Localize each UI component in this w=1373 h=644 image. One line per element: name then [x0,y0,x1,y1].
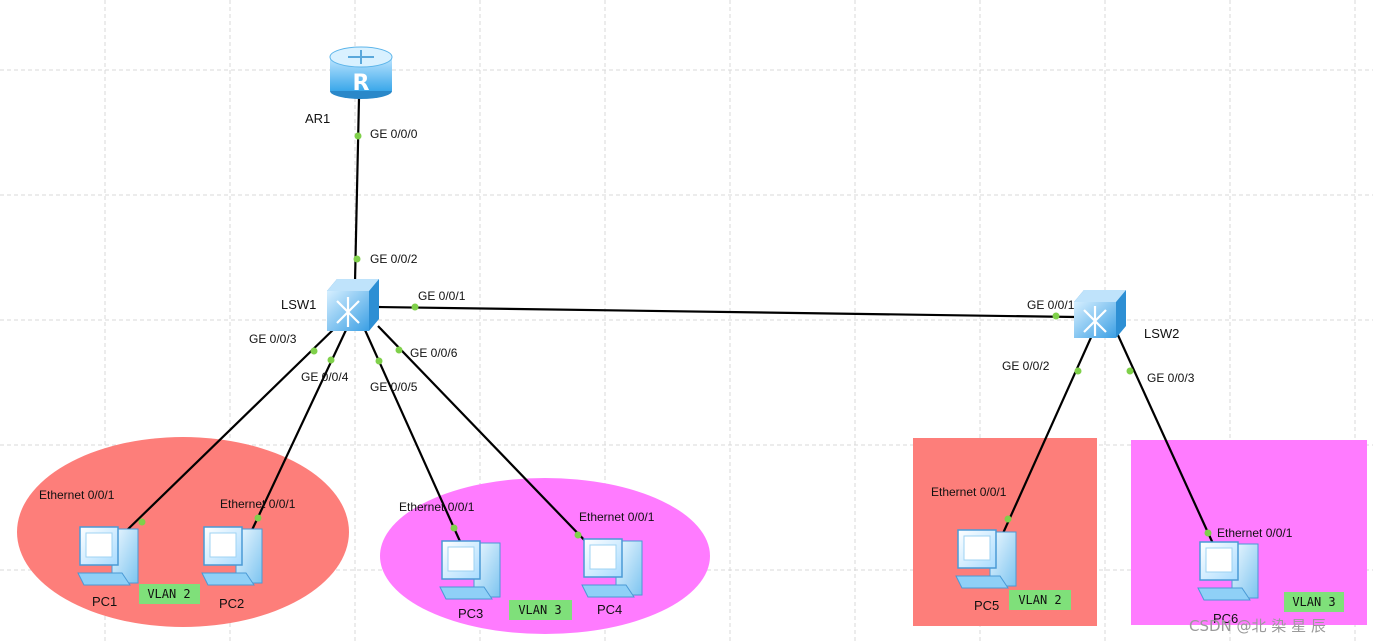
pc2-icon[interactable] [201,526,263,586]
watermark-text: CSDN @北 染 星 辰 [1189,617,1326,635]
port-label-lsw2-ge002: GE 0/0/2 [1002,359,1050,373]
port-label-pc5-eth: Ethernet 0/0/1 [931,485,1007,499]
port-label-lsw1-ge006: GE 0/0/6 [410,346,458,360]
switch-lsw1-icon[interactable] [327,279,379,331]
pc3-label: PC3 [458,606,483,621]
port-label-lsw1-ge003: GE 0/0/3 [249,332,297,346]
vlan-tag-4: VLAN 3 [1284,592,1344,612]
vlan-tag-2-text: VLAN 3 [518,603,561,617]
port-label-pc1-eth: Ethernet 0/0/1 [39,488,115,502]
svg-text:R: R [353,71,370,96]
link-lsw2-pc6[interactable] [1115,332,1217,549]
port-indicators [138,132,1212,539]
link-lsw2-pc5[interactable] [998,332,1095,541]
port-label-lsw1-ge001: GE 0/0/1 [418,289,466,303]
port-label-lsw1-ge004: GE 0/0/4 [301,370,349,384]
pc4-label: PC4 [597,602,622,617]
pc3-icon[interactable] [439,540,501,600]
pc1-icon[interactable] [77,526,139,586]
link-lsw1-pc1[interactable] [121,324,339,536]
vlan-tag-4-text: VLAN 3 [1292,595,1335,609]
vlan-tag-1-text: VLAN 2 [147,587,190,601]
port-label-pc3-eth: Ethernet 0/0/1 [399,500,475,514]
pc2-label: PC2 [219,596,244,611]
pc4-icon[interactable] [581,538,643,598]
port-label-lsw2-ge003: GE 0/0/3 [1147,371,1195,385]
port-label-lsw1-ge005: GE 0/0/5 [370,380,418,394]
port-label-pc2-eth: Ethernet 0/0/1 [220,497,296,511]
port-label-lsw2-ge001: GE 0/0/1 [1027,298,1075,312]
vlan-tag-1: VLAN 2 [139,584,200,604]
port-label-pc6-eth: Ethernet 0/0/1 [1217,526,1293,540]
vlan-tag-2: VLAN 3 [509,600,572,620]
pc1-label: PC1 [92,594,117,609]
port-label-pc4-eth: Ethernet 0/0/1 [579,510,655,524]
port-label-ar1-ge000: GE 0/0/0 [370,127,418,141]
lsw1-label: LSW1 [281,297,316,312]
pc5-label: PC5 [974,598,999,613]
pc5-icon[interactable] [955,529,1017,589]
ar1-label: AR1 [305,111,330,126]
port-label-lsw1-ge002: GE 0/0/2 [370,252,418,266]
link-lsw1-lsw2[interactable] [377,305,1076,319]
vlan-tag-3: VLAN 2 [1009,590,1071,610]
link-lsw1-pc4[interactable] [377,325,593,549]
vlan-tag-3-text: VLAN 2 [1018,593,1061,607]
pc6-icon[interactable] [1197,541,1259,601]
switch-lsw2-icon[interactable] [1074,290,1126,338]
pc6-label: PC6 [1213,611,1238,626]
link-lsw1-pc3[interactable] [363,329,465,549]
link-ar1-lsw1[interactable] [353,97,361,283]
router-icon[interactable]: R [329,46,393,99]
lsw2-label: LSW2 [1144,326,1179,341]
